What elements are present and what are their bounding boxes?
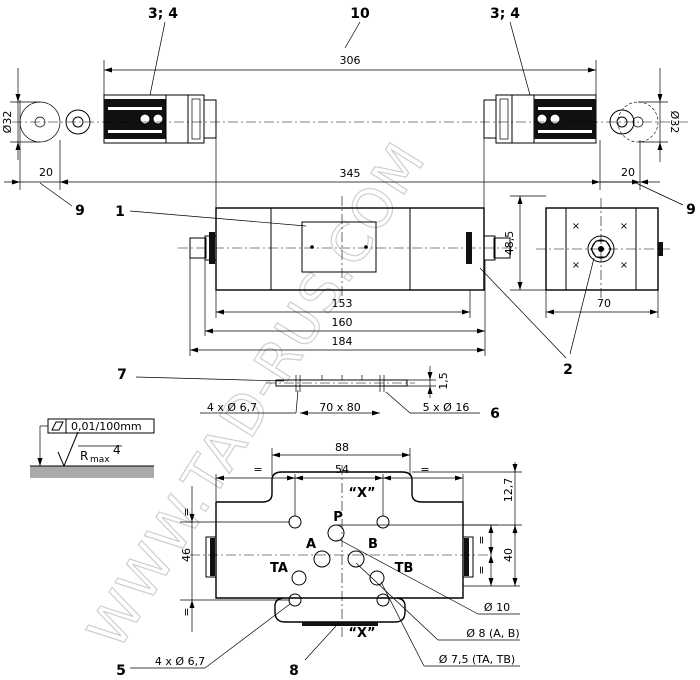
- dim-4x67-bottom: 4 x Ø 6,7: [155, 655, 205, 668]
- dim-48-5: 48,5: [503, 231, 516, 256]
- dim-40: 40: [502, 548, 515, 562]
- name-plate: [301, 221, 377, 273]
- callout-2: 2: [563, 362, 573, 378]
- label-p: P: [333, 510, 343, 525]
- rmax-r: R: [80, 449, 88, 463]
- dim-160: 160: [332, 316, 353, 329]
- dim-4x67-top: 4 x Ø 6,7: [207, 401, 257, 414]
- label-a: A: [306, 537, 316, 552]
- surface-hatch: [30, 466, 154, 478]
- callout-3-4-left: 3; 4: [148, 6, 178, 22]
- dim-d7-5: Ø 7,5 (TA, TB): [439, 653, 515, 666]
- svg-text:×: ×: [572, 260, 580, 271]
- dim-12-7: 12,7: [502, 478, 515, 503]
- label-x-top: “X”: [348, 486, 375, 501]
- dim-d8: Ø 8 (A, B): [466, 627, 519, 640]
- dim-d32-right: Ø32: [668, 111, 681, 134]
- svg-text:×: ×: [572, 221, 580, 232]
- dim-20-left: 20: [39, 166, 53, 179]
- label-b: B: [368, 537, 378, 552]
- flatness-value: 0,01/100mm: [71, 420, 142, 433]
- rmax-value: 4: [113, 443, 121, 457]
- side-view: 153 160 184 1: [115, 196, 520, 356]
- dim-70: 70: [597, 297, 611, 310]
- dim-d32-left: Ø32: [1, 111, 14, 134]
- callout-10: 10: [350, 6, 370, 22]
- mount-hole-4: [376, 593, 390, 607]
- dim-88: 88: [335, 441, 349, 454]
- svg-text:×: ×: [620, 221, 628, 232]
- dim-54: 54: [335, 463, 349, 476]
- port-a: [313, 550, 331, 568]
- callout-5: 5: [116, 663, 126, 679]
- callout-9-left: 9: [75, 203, 85, 219]
- dim-eq-r1: =: [475, 535, 488, 544]
- port-ta: [291, 570, 307, 586]
- port-b: [347, 550, 365, 568]
- top-view: 306 345 20 20 Ø32 Ø32 10 3; 4: [1, 6, 696, 219]
- surface-finish: 0,01/100mm R max 4: [30, 418, 155, 478]
- dim-eq-l1: =: [180, 507, 193, 516]
- label-tb: TB: [395, 561, 414, 576]
- dim-eq-left: =: [253, 463, 262, 476]
- port-tb: [369, 570, 385, 586]
- mounting-outline: [215, 471, 464, 623]
- callout-8: 8: [289, 663, 299, 679]
- port-p: [327, 524, 345, 542]
- callout-9-right: 9: [686, 202, 696, 218]
- dim-d10: Ø 10: [484, 601, 510, 614]
- rmax-sub: max: [90, 455, 110, 465]
- callout-6: 6: [490, 406, 500, 422]
- callout-7: 7: [117, 367, 127, 383]
- mount-hole-3: [288, 593, 302, 607]
- label-x-bottom: “X”: [348, 626, 375, 641]
- dim-46: 46: [180, 548, 193, 562]
- dim-eq-l2: =: [180, 607, 193, 616]
- dim-20-right: 20: [621, 166, 635, 179]
- dim-eq-r2: =: [475, 565, 488, 574]
- dim-184: 184: [332, 335, 353, 348]
- mount-hole-1: [288, 515, 302, 529]
- mounting-view: P A B TA TB “X” “X” 88 54 = = 12,7: [116, 441, 522, 679]
- end-view: × × × × 48,5 70 2: [479, 195, 670, 378]
- mount-hole-2: [376, 515, 390, 529]
- dim-70x80: 70 x 80: [319, 401, 361, 414]
- dim-153: 153: [332, 297, 353, 310]
- callout-1: 1: [115, 204, 125, 220]
- dim-306: 306: [340, 54, 361, 67]
- svg-text:×: ×: [620, 260, 628, 271]
- label-ta: TA: [270, 561, 288, 576]
- callout-3-4-right: 3; 4: [490, 6, 520, 22]
- dim-5x16: 5 x Ø 16: [423, 401, 470, 414]
- plate-view: 1,5 7 4 x Ø 6,7 70 x 80 5 x Ø 16 6: [117, 366, 500, 422]
- dim-eq-right: =: [420, 463, 429, 476]
- dim-1-5: 1,5: [437, 372, 450, 390]
- dim-345: 345: [340, 167, 361, 180]
